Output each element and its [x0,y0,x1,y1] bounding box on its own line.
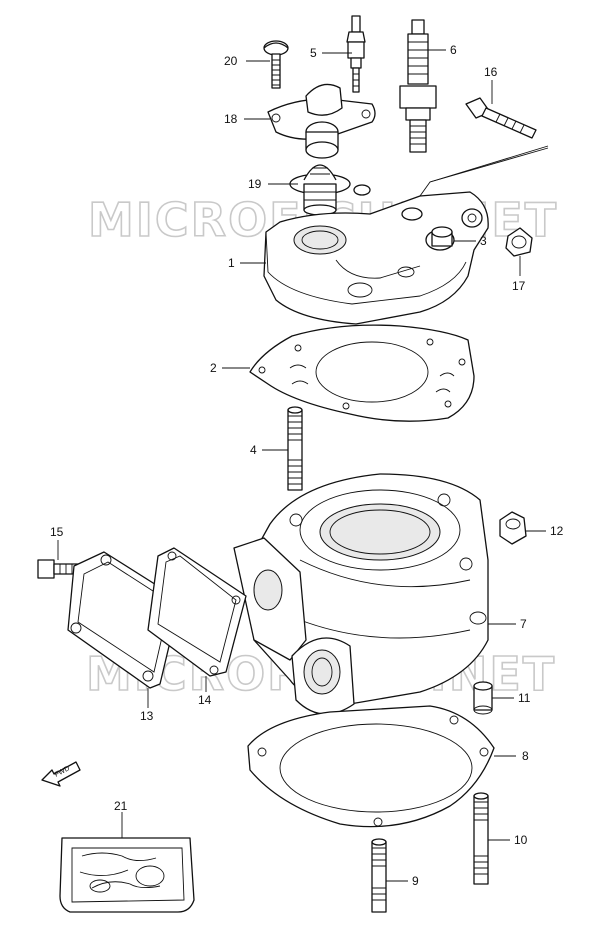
part-head-gasket-2[interactable] [249,324,475,422]
callout-7[interactable]: 7 [520,617,527,631]
callout-3[interactable]: 3 [480,234,487,248]
callout-5[interactable]: 5 [310,46,317,60]
callout-17[interactable]: 17 [512,279,526,293]
part-thermostat-19[interactable] [289,164,371,216]
callout-19[interactable]: 19 [248,177,262,191]
part-base-gasket-8[interactable] [247,705,495,828]
part-bolt-16[interactable] [465,97,537,139]
callout-labels: 20 5 6 16 18 19 1 3 17 2 4 15 12 7 13 14… [50,43,564,888]
part-thermostat-cover-18[interactable] [267,83,376,159]
callout-18[interactable]: 18 [224,112,238,126]
part-stud-9[interactable] [371,838,387,913]
callout-2[interactable]: 2 [210,361,217,375]
callout-8[interactable]: 8 [522,749,529,763]
callout-15[interactable]: 15 [50,525,64,539]
callout-13[interactable]: 13 [140,709,154,723]
part-cap-nut-12[interactable] [499,511,527,545]
part-gasket-set-21[interactable] [59,837,195,913]
direction-badge: FWD [41,761,81,787]
callout-12[interactable]: 12 [550,524,564,538]
part-nut-3[interactable] [431,226,453,247]
part-stud-4[interactable] [287,406,303,491]
callout-11[interactable]: 11 [518,691,531,705]
callout-4[interactable]: 4 [250,443,257,457]
callout-10[interactable]: 10 [514,833,528,847]
callout-6[interactable]: 6 [450,43,457,57]
part-cylinder-7[interactable] [233,473,489,715]
callout-1[interactable]: 1 [228,256,235,270]
part-sensor-5[interactable] [346,15,366,93]
callout-20[interactable]: 20 [224,54,238,68]
part-screw-20[interactable] [263,40,289,89]
leader-lines [57,49,549,882]
callout-14[interactable]: 14 [198,693,212,707]
callout-9[interactable]: 9 [412,874,419,888]
part-spark-plug-6[interactable] [399,19,437,153]
part-cap-nut-17[interactable] [505,227,533,257]
part-reed-gasket-14[interactable] [147,547,247,677]
part-stud-10[interactable] [473,792,489,885]
callout-16[interactable]: 16 [484,65,498,79]
part-dowel-11[interactable] [473,681,493,715]
callout-21[interactable]: 21 [114,799,128,813]
